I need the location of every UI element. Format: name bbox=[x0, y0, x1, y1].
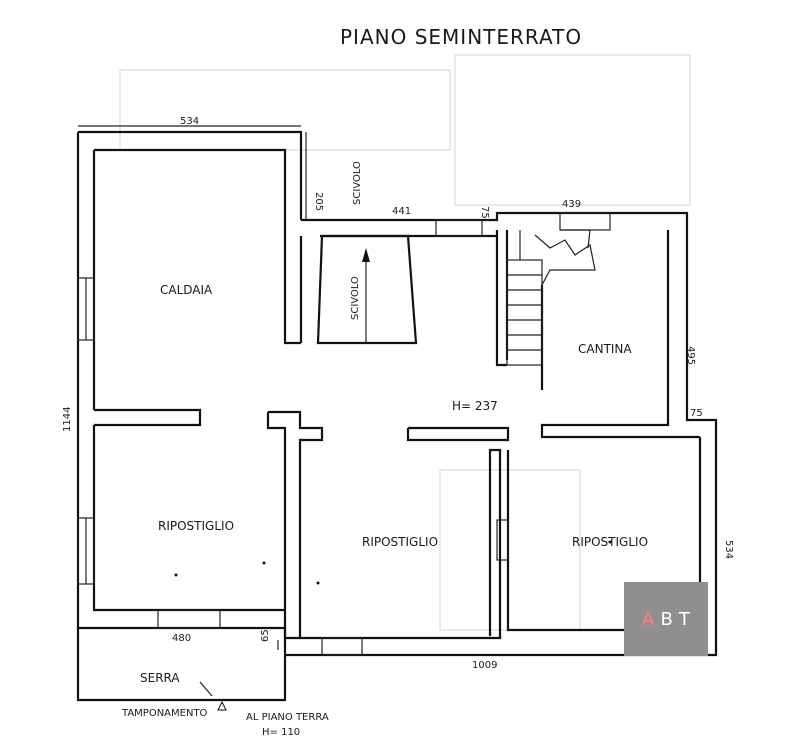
note-triangle-marker bbox=[217, 700, 227, 711]
dimension-right-side-lower: 534 bbox=[723, 540, 734, 559]
plan-dot bbox=[608, 540, 612, 544]
dimension-upper-offset: 205 bbox=[313, 192, 324, 211]
walls bbox=[76, 130, 718, 702]
dimension-left-height: 1144 bbox=[62, 407, 73, 432]
windows bbox=[77, 212, 611, 656]
dimension-lines bbox=[78, 125, 307, 650]
note-height-110: H= 110 bbox=[262, 727, 300, 738]
ramp-label-lower: SCIVOLO bbox=[350, 276, 361, 320]
dimension-mid-width: 441 bbox=[392, 206, 411, 217]
note-al-piano-terra: AL PIANO TERRA bbox=[246, 712, 329, 723]
note-tamponamento: TAMPONAMENTO bbox=[121, 708, 208, 719]
room-label-ripostiglio-left: RIPOSTIGLIO bbox=[158, 519, 234, 533]
plan-dot bbox=[316, 581, 320, 585]
dimension-serra-width: 480 bbox=[172, 633, 191, 644]
dimension-right-top: 439 bbox=[562, 199, 581, 210]
ceiling-height-label: H= 237 bbox=[452, 399, 498, 413]
dimension-small-top: 75 bbox=[479, 206, 490, 219]
ramp-scivolo bbox=[316, 234, 418, 345]
abt-logo-text: ABT bbox=[642, 608, 696, 630]
ramp-label-upper: SCIVOLO bbox=[352, 161, 363, 205]
abt-logo: ABT bbox=[624, 582, 708, 656]
note-leader-line bbox=[199, 681, 213, 697]
staircase bbox=[506, 229, 596, 366]
plan-dot bbox=[262, 561, 266, 565]
room-label-ripostiglio-center: RIPOSTIGLIO bbox=[362, 535, 438, 549]
dimension-right-step: 75 bbox=[690, 408, 703, 419]
dimension-top-width: 534 bbox=[180, 116, 199, 127]
room-label-cantina: CANTINA bbox=[578, 342, 632, 356]
dimension-serra-offset: 65 bbox=[260, 629, 271, 642]
room-label-serra: SERRA bbox=[140, 671, 180, 685]
dimension-bottom-total: 1009 bbox=[472, 660, 497, 671]
dimension-right-side-upper: 495 bbox=[685, 346, 696, 365]
plan-dot bbox=[174, 573, 178, 577]
room-label-caldaia: CALDAIA bbox=[160, 283, 213, 297]
drawing-title: PIANO SEMINTERRATO bbox=[340, 25, 582, 49]
